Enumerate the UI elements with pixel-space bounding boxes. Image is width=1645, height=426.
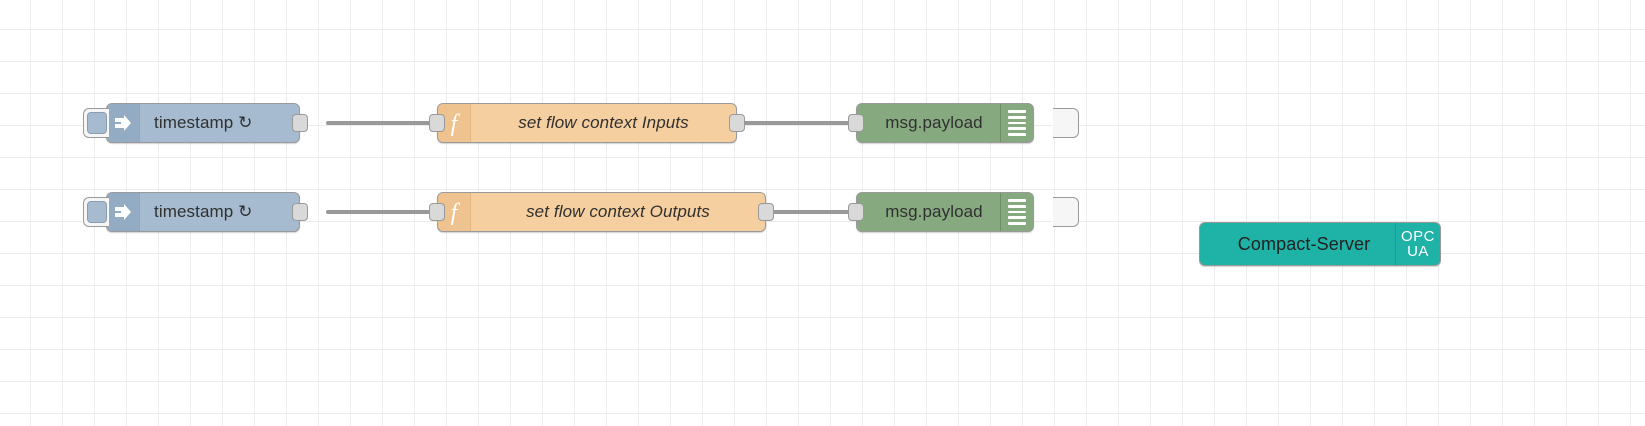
debug-status-stub-row2 xyxy=(1053,197,1079,227)
inject-arrow-icon xyxy=(107,193,140,231)
debug-input-port-row2[interactable] xyxy=(848,203,864,221)
inject-output-port-row1[interactable] xyxy=(292,114,308,132)
function-input-port-row2[interactable] xyxy=(429,203,445,221)
debug-status-stub-row1 xyxy=(1053,108,1079,138)
debug-input-port-row1[interactable] xyxy=(848,114,864,132)
inject-trigger-button-row2[interactable] xyxy=(83,197,109,227)
inject-arrow-icon xyxy=(107,104,140,142)
function-node-label-row2: set flow context Outputs xyxy=(526,202,710,221)
inject-node-row2[interactable]: timestamp ↻ xyxy=(83,192,308,232)
function-output-port-row2[interactable] xyxy=(758,203,774,221)
inject-trigger-knob xyxy=(86,112,107,134)
inject-trigger-button-row1[interactable] xyxy=(83,108,109,138)
debug-node-row2[interactable]: msg.payload xyxy=(848,192,1034,232)
inject-trigger-knob xyxy=(86,201,107,223)
svg-text:f: f xyxy=(451,111,461,136)
opcua-badge-icon: OPC UA xyxy=(1395,223,1440,265)
debug-bars xyxy=(1008,196,1026,228)
debug-lines-icon-row1[interactable] xyxy=(1000,104,1033,142)
inject-node-row1[interactable]: timestamp ↻ xyxy=(83,103,308,143)
debug-node-label-row2: msg.payload xyxy=(885,202,983,221)
inject-node-label-row1: timestamp ↻ xyxy=(154,113,253,132)
debug-lines-icon-row2[interactable] xyxy=(1000,193,1033,231)
opcua-badge-line2: UA xyxy=(1407,243,1429,260)
function-node-label-row1: set flow context Inputs xyxy=(518,113,689,132)
svg-text:f: f xyxy=(451,200,461,225)
function-output-port-row1[interactable] xyxy=(729,114,745,132)
debug-node-row1[interactable]: msg.payload xyxy=(848,103,1034,143)
inject-output-port-row2[interactable] xyxy=(292,203,308,221)
opcua-server-label: Compact-Server xyxy=(1237,233,1371,254)
inject-node-label-row2: timestamp ↻ xyxy=(154,202,253,221)
debug-bars xyxy=(1008,107,1026,139)
debug-node-label-row1: msg.payload xyxy=(885,113,983,132)
opcua-server-node[interactable]: Compact-Server OPC UA xyxy=(1199,222,1441,266)
function-node-row2[interactable]: f set flow context Outputs xyxy=(429,192,774,232)
function-node-row1[interactable]: f set flow context Inputs xyxy=(429,103,745,143)
opcua-badge-line1: OPC xyxy=(1400,228,1435,245)
function-input-port-row1[interactable] xyxy=(429,114,445,132)
